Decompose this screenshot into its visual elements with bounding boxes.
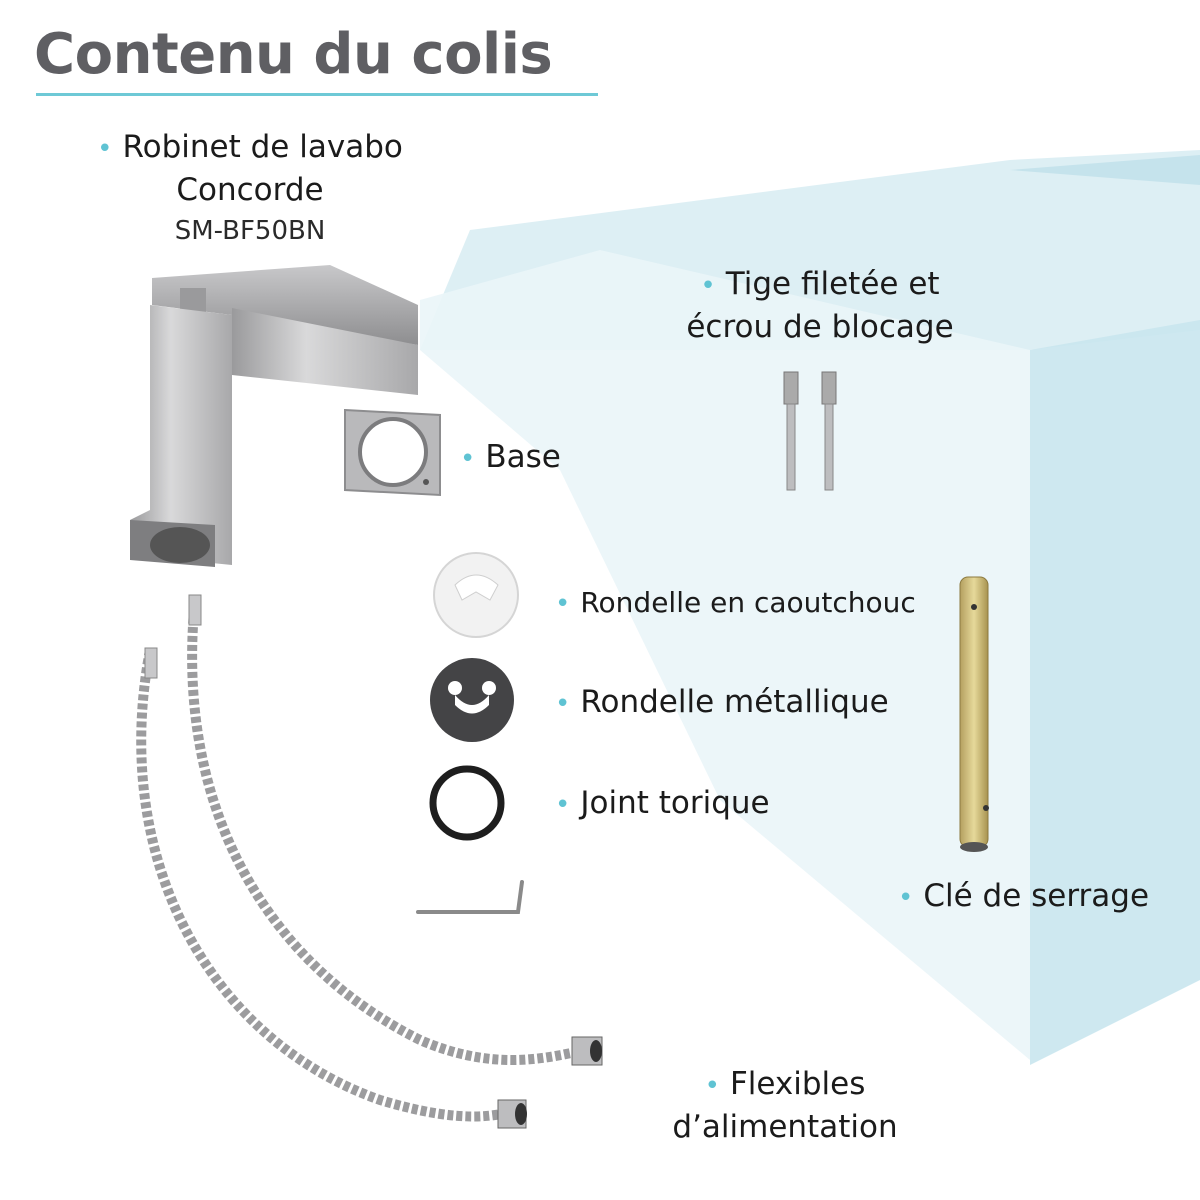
rod-label: •Tige filetée et écrou de blocage	[686, 266, 954, 345]
faucet-label-line1: Robinet de lavabo	[122, 129, 403, 165]
wrench-label: •Clé de serrage	[898, 878, 1150, 914]
o-ring-label: •Joint torique	[555, 785, 770, 821]
faucet-label-line2: Concorde	[176, 172, 324, 208]
bullet-icon: •	[555, 689, 571, 719]
bullet-icon: •	[700, 271, 716, 301]
hoses-label: •Flexibles d’alimentation	[672, 1066, 898, 1145]
bullet-icon: •	[898, 883, 914, 913]
page-title: Contenu du colis	[34, 22, 553, 87]
title-underline	[36, 93, 598, 96]
base-label: •Base	[460, 439, 561, 475]
bullet-icon: •	[97, 134, 113, 164]
faucet-label: • Robinet de lavabo Concorde SM-BF50BN	[60, 127, 440, 252]
faucet-model-number: SM-BF50BN	[174, 216, 326, 246]
metal-washer-label: •Rondelle métallique	[555, 684, 889, 720]
rubber-washer-label: •Rondelle en caoutchouc	[555, 586, 916, 619]
bullet-icon: •	[704, 1071, 720, 1101]
bullet-icon: •	[555, 589, 571, 619]
bullet-icon: •	[555, 790, 571, 820]
bullet-icon: •	[460, 444, 476, 474]
